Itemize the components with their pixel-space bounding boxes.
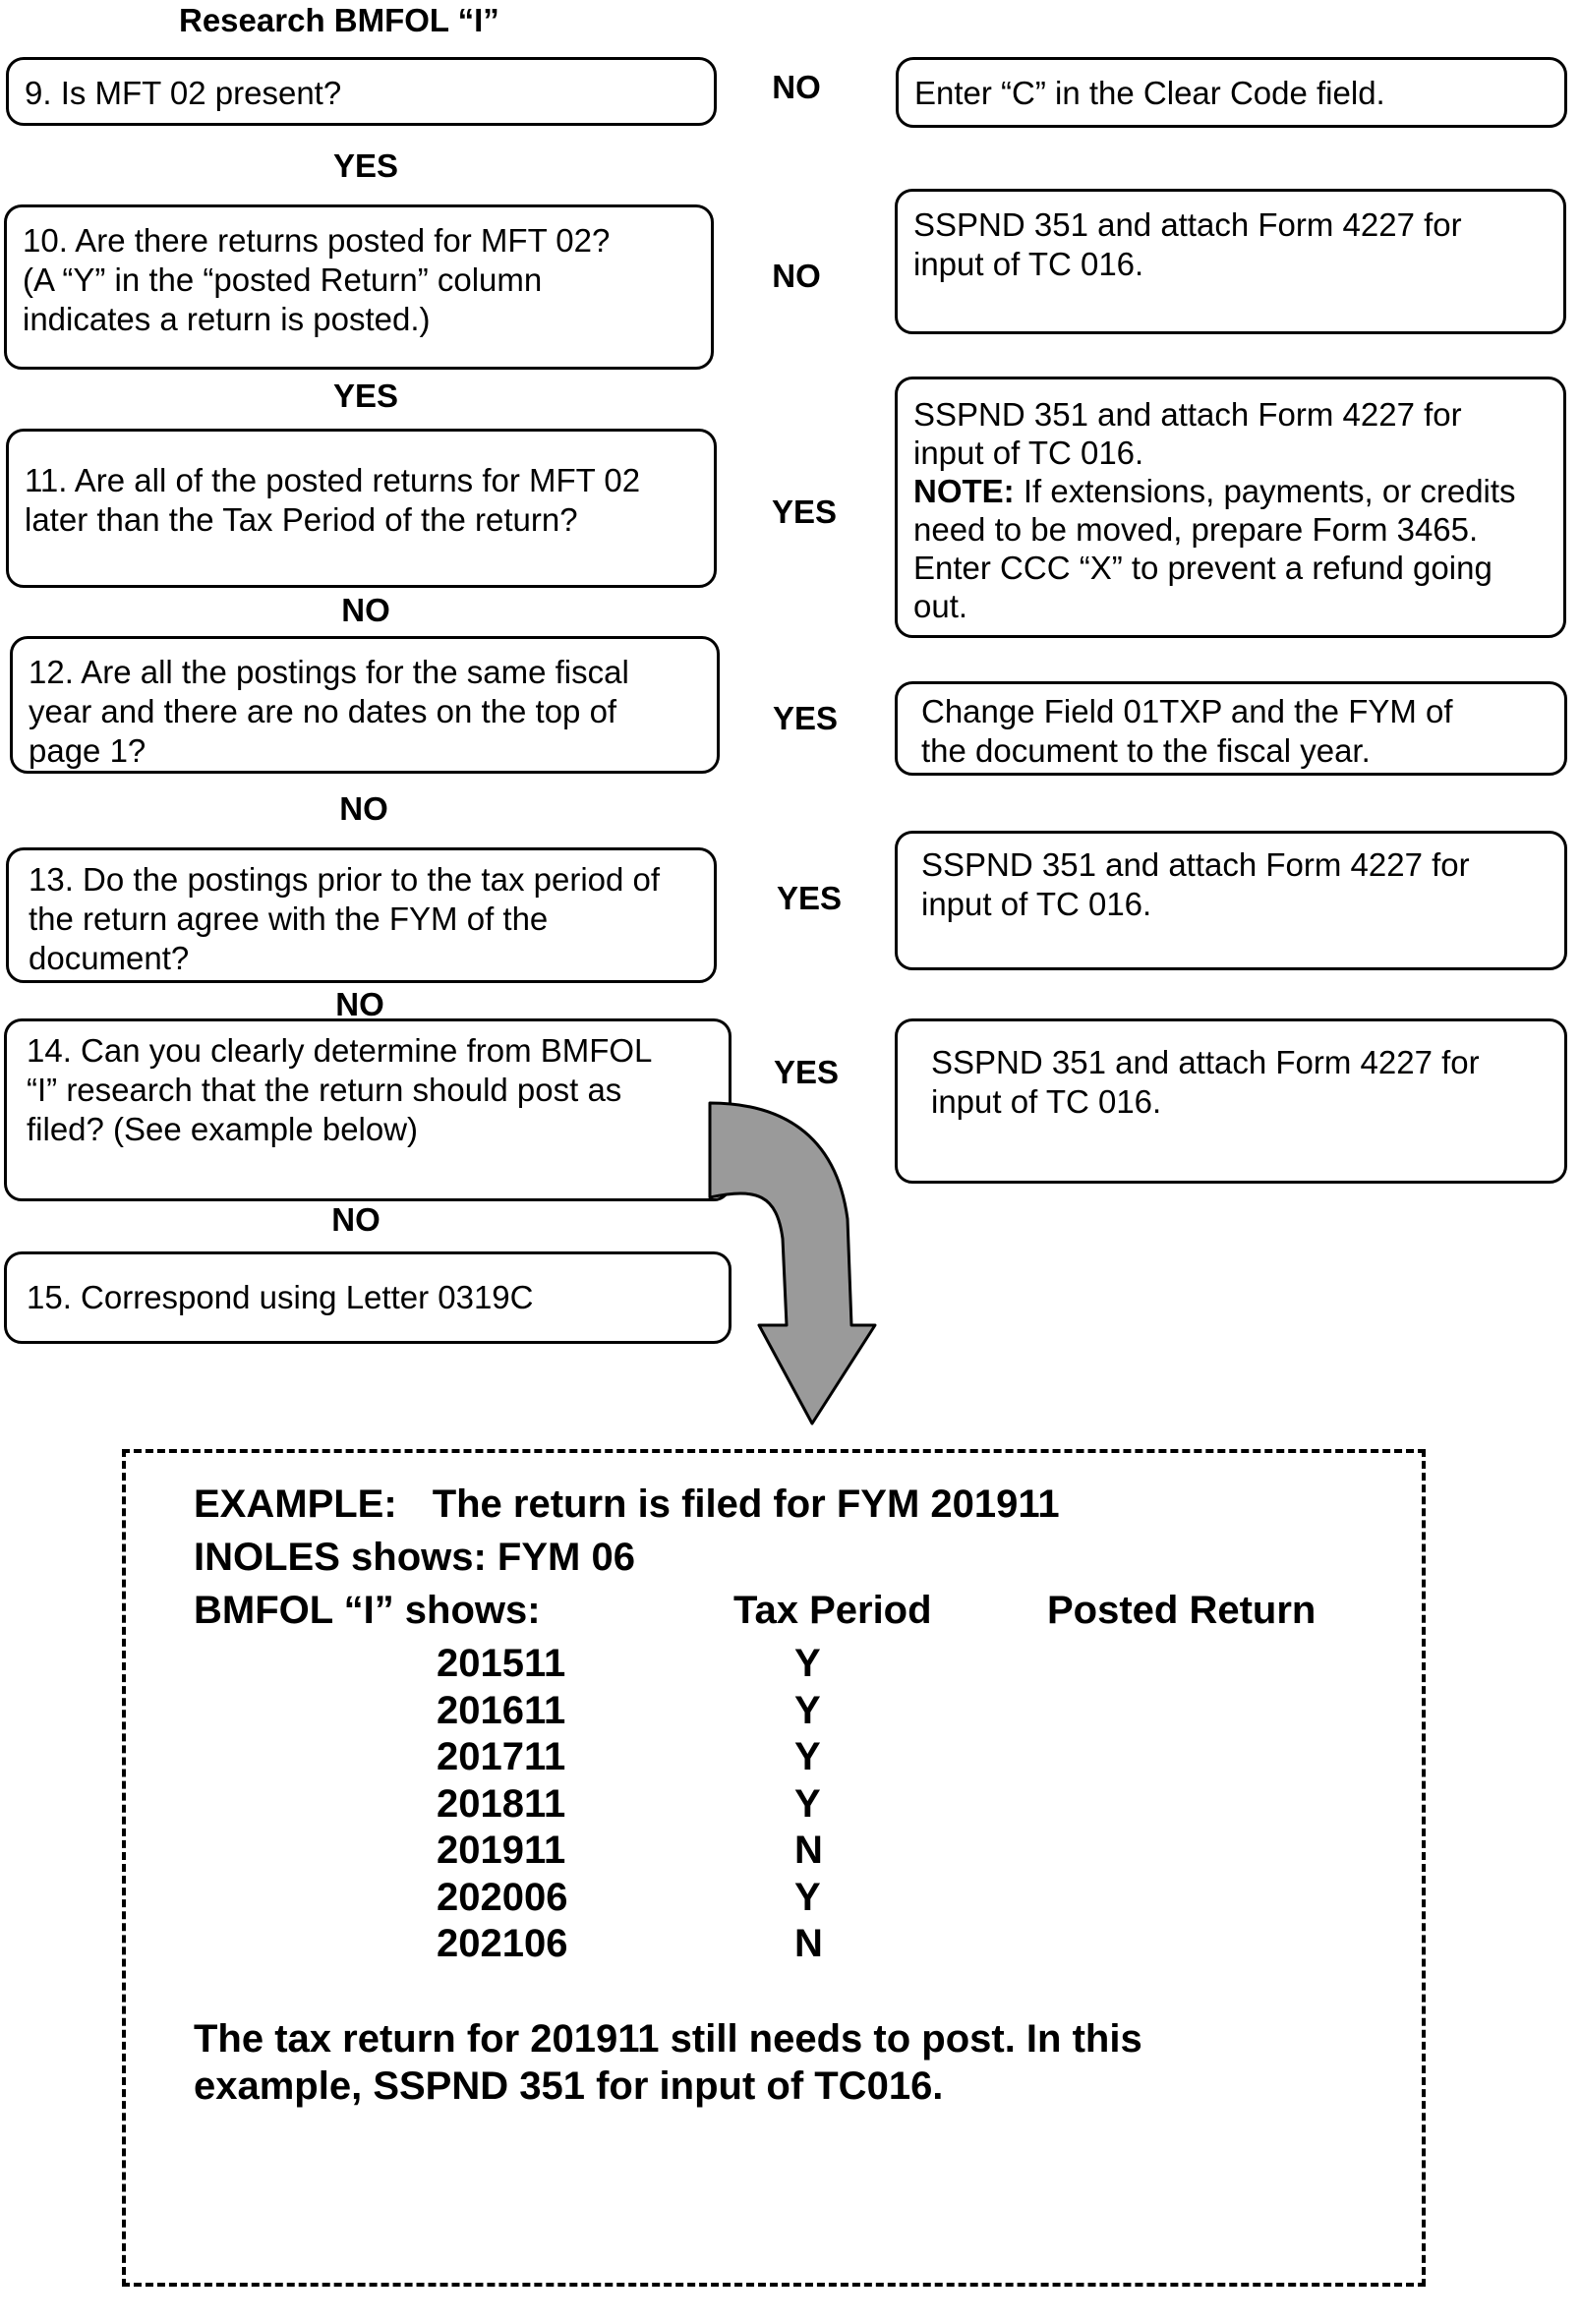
step-13-yes-action-line-1: SSPND 351 and attach Form 4227 for <box>921 846 1470 883</box>
step-14-yes-action-line-1: SSPND 351 and attach Form 4227 for <box>931 1044 1480 1080</box>
example-row-period: 201711 <box>437 1735 566 1778</box>
example-row-posted: N <box>794 1922 823 1965</box>
step-12-yes-action-line-1: Change Field 01TXP and the FYM of <box>921 693 1453 729</box>
example-row-period: 202006 <box>437 1876 568 1919</box>
example-col-posted-return: Posted Return <box>1047 1589 1317 1632</box>
step-9-question: 9. Is MFT 02 present? <box>25 75 342 111</box>
step-9-yes-label: YES <box>332 147 399 184</box>
step-9-no-action-box: Enter “C” in the Clear Code field. <box>896 57 1567 128</box>
step-12-question-line-1: 12. Are all the postings for the same fi… <box>29 654 629 690</box>
step-11-no-label: NO <box>341 592 390 628</box>
example-row-period: 201611 <box>437 1689 566 1732</box>
step-14-yes-action-line-2: input of TC 016. <box>931 1083 1162 1120</box>
step-14-question-line-2: “I” research that the return should post… <box>27 1072 622 1108</box>
step-11-note-line-3: Enter CCC “X” to prevent a refund going <box>913 550 1492 586</box>
step-11-yes-action-box: SSPND 351 and attach Form 4227 for input… <box>895 377 1566 638</box>
step-11-question-line-2: later than the Tax Period of the return? <box>25 501 578 538</box>
step-10-no-action-line-1: SSPND 351 and attach Form 4227 for <box>913 206 1462 243</box>
step-10-question-box: 10. Are there returns posted for MFT 02?… <box>4 204 714 370</box>
step-12-no-label: NO <box>339 790 388 827</box>
example-line-2: INOLES shows: FYM 06 <box>194 1536 635 1579</box>
step-10-no-action-line-2: input of TC 016. <box>913 246 1144 282</box>
example-filed-fym: The return is filed for FYM 201911 <box>432 1482 1060 1526</box>
step-12-question-box: 12. Are all the postings for the same fi… <box>10 636 720 774</box>
step-11-yes-label: YES <box>771 494 838 530</box>
example-row-period: 201811 <box>437 1782 566 1826</box>
step-13-yes-action-line-2: input of TC 016. <box>921 886 1152 922</box>
step-14-question-line-3: filed? (See example below) <box>27 1111 419 1147</box>
step-13-question-line-3: document? <box>29 940 190 976</box>
step-14-question-line-1: 14. Can you clearly determine from BMFOL <box>27 1032 653 1069</box>
step-13-no-label: NO <box>335 986 384 1022</box>
example-row-period: 202106 <box>437 1922 568 1965</box>
step-12-question-line-2: year and there are no dates on the top o… <box>29 693 617 729</box>
example-label: EXAMPLE: <box>194 1482 397 1526</box>
step-11-note-line-1: NOTE: If extensions, payments, or credit… <box>913 472 1548 510</box>
step-12-question-line-3: page 1? <box>29 732 146 769</box>
step-11-question-line-1: 11. Are all of the posted returns for MF… <box>25 462 641 498</box>
example-line-1: EXAMPLE: The return is filed for FYM 2019… <box>194 1482 1060 1527</box>
step-10-question-line-2: (A “Y” in the “posted Return” column <box>23 261 543 298</box>
example-row-posted: Y <box>794 1642 821 1685</box>
step-10-yes-label: YES <box>332 378 399 414</box>
step-11-note-label: NOTE: <box>913 473 1015 509</box>
step-14-question-box: 14. Can you clearly determine from BMFOL… <box>4 1018 731 1201</box>
step-13-question-box: 13. Do the postings prior to the tax per… <box>6 847 717 983</box>
step-13-yes-action-box: SSPND 351 and attach Form 4227 for input… <box>895 831 1567 970</box>
step-13-yes-label: YES <box>776 880 843 916</box>
step-10-question-line-1: 10. Are there returns posted for MFT 02? <box>23 222 611 259</box>
example-col-tax-period: Tax Period <box>733 1589 932 1632</box>
step-9-question-box: 9. Is MFT 02 present? <box>6 57 717 126</box>
curved-down-arrow <box>708 1101 877 1425</box>
example-conclusion-line-1: The tax return for 201911 still needs to… <box>194 2017 1142 2061</box>
example-row-posted: N <box>794 1829 823 1872</box>
example-bmfol-label: BMFOL “I” shows: <box>194 1589 541 1632</box>
flowchart-title: Research BMFOL “I” <box>179 2 499 38</box>
step-13-question-line-1: 13. Do the postings prior to the tax per… <box>29 861 661 898</box>
step-14-no-label: NO <box>331 1201 380 1238</box>
step-12-yes-action-line-2: the document to the fiscal year. <box>921 732 1371 769</box>
example-box <box>122 1449 1426 2287</box>
step-13-question-line-2: the return agree with the FYM of the <box>29 901 549 937</box>
step-11-note-line-2: need to be moved, prepare Form 3465. <box>913 511 1479 548</box>
step-10-no-action-box: SSPND 351 and attach Form 4227 for input… <box>895 189 1566 334</box>
example-row-posted: Y <box>794 1735 821 1778</box>
step-11-question-box: 11. Are all of the posted returns for MF… <box>6 429 717 588</box>
step-9-no-label: NO <box>772 69 821 105</box>
step-10-question-line-3: indicates a return is posted.) <box>23 301 431 337</box>
step-11-note-line-4: out. <box>913 588 968 624</box>
example-conclusion-line-2: example, SSPND 351 for input of TC016. <box>194 2064 944 2108</box>
step-9-no-action: Enter “C” in the Clear Code field. <box>914 75 1385 111</box>
step-11-yes-action-line-1: SSPND 351 and attach Form 4227 for <box>913 396 1462 433</box>
step-12-yes-label: YES <box>772 700 839 736</box>
example-row-period: 201911 <box>437 1829 566 1872</box>
step-14-yes-label: YES <box>773 1054 840 1090</box>
example-row-period: 201511 <box>437 1642 566 1685</box>
example-row-posted: Y <box>794 1689 821 1732</box>
example-row-posted: Y <box>794 1782 821 1826</box>
step-11-note-text-1: If extensions, payments, or credits <box>1014 473 1516 509</box>
step-14-yes-action-box: SSPND 351 and attach Form 4227 for input… <box>895 1018 1567 1184</box>
step-11-yes-action-line-2: input of TC 016. <box>913 435 1144 471</box>
step-10-no-label: NO <box>772 258 821 294</box>
step-12-yes-action-box: Change Field 01TXP and the FYM of the do… <box>895 681 1567 776</box>
example-row-posted: Y <box>794 1876 821 1919</box>
step-15-action-box: 15. Correspond using Letter 0319C <box>4 1251 731 1344</box>
step-15-action: 15. Correspond using Letter 0319C <box>27 1279 534 1315</box>
